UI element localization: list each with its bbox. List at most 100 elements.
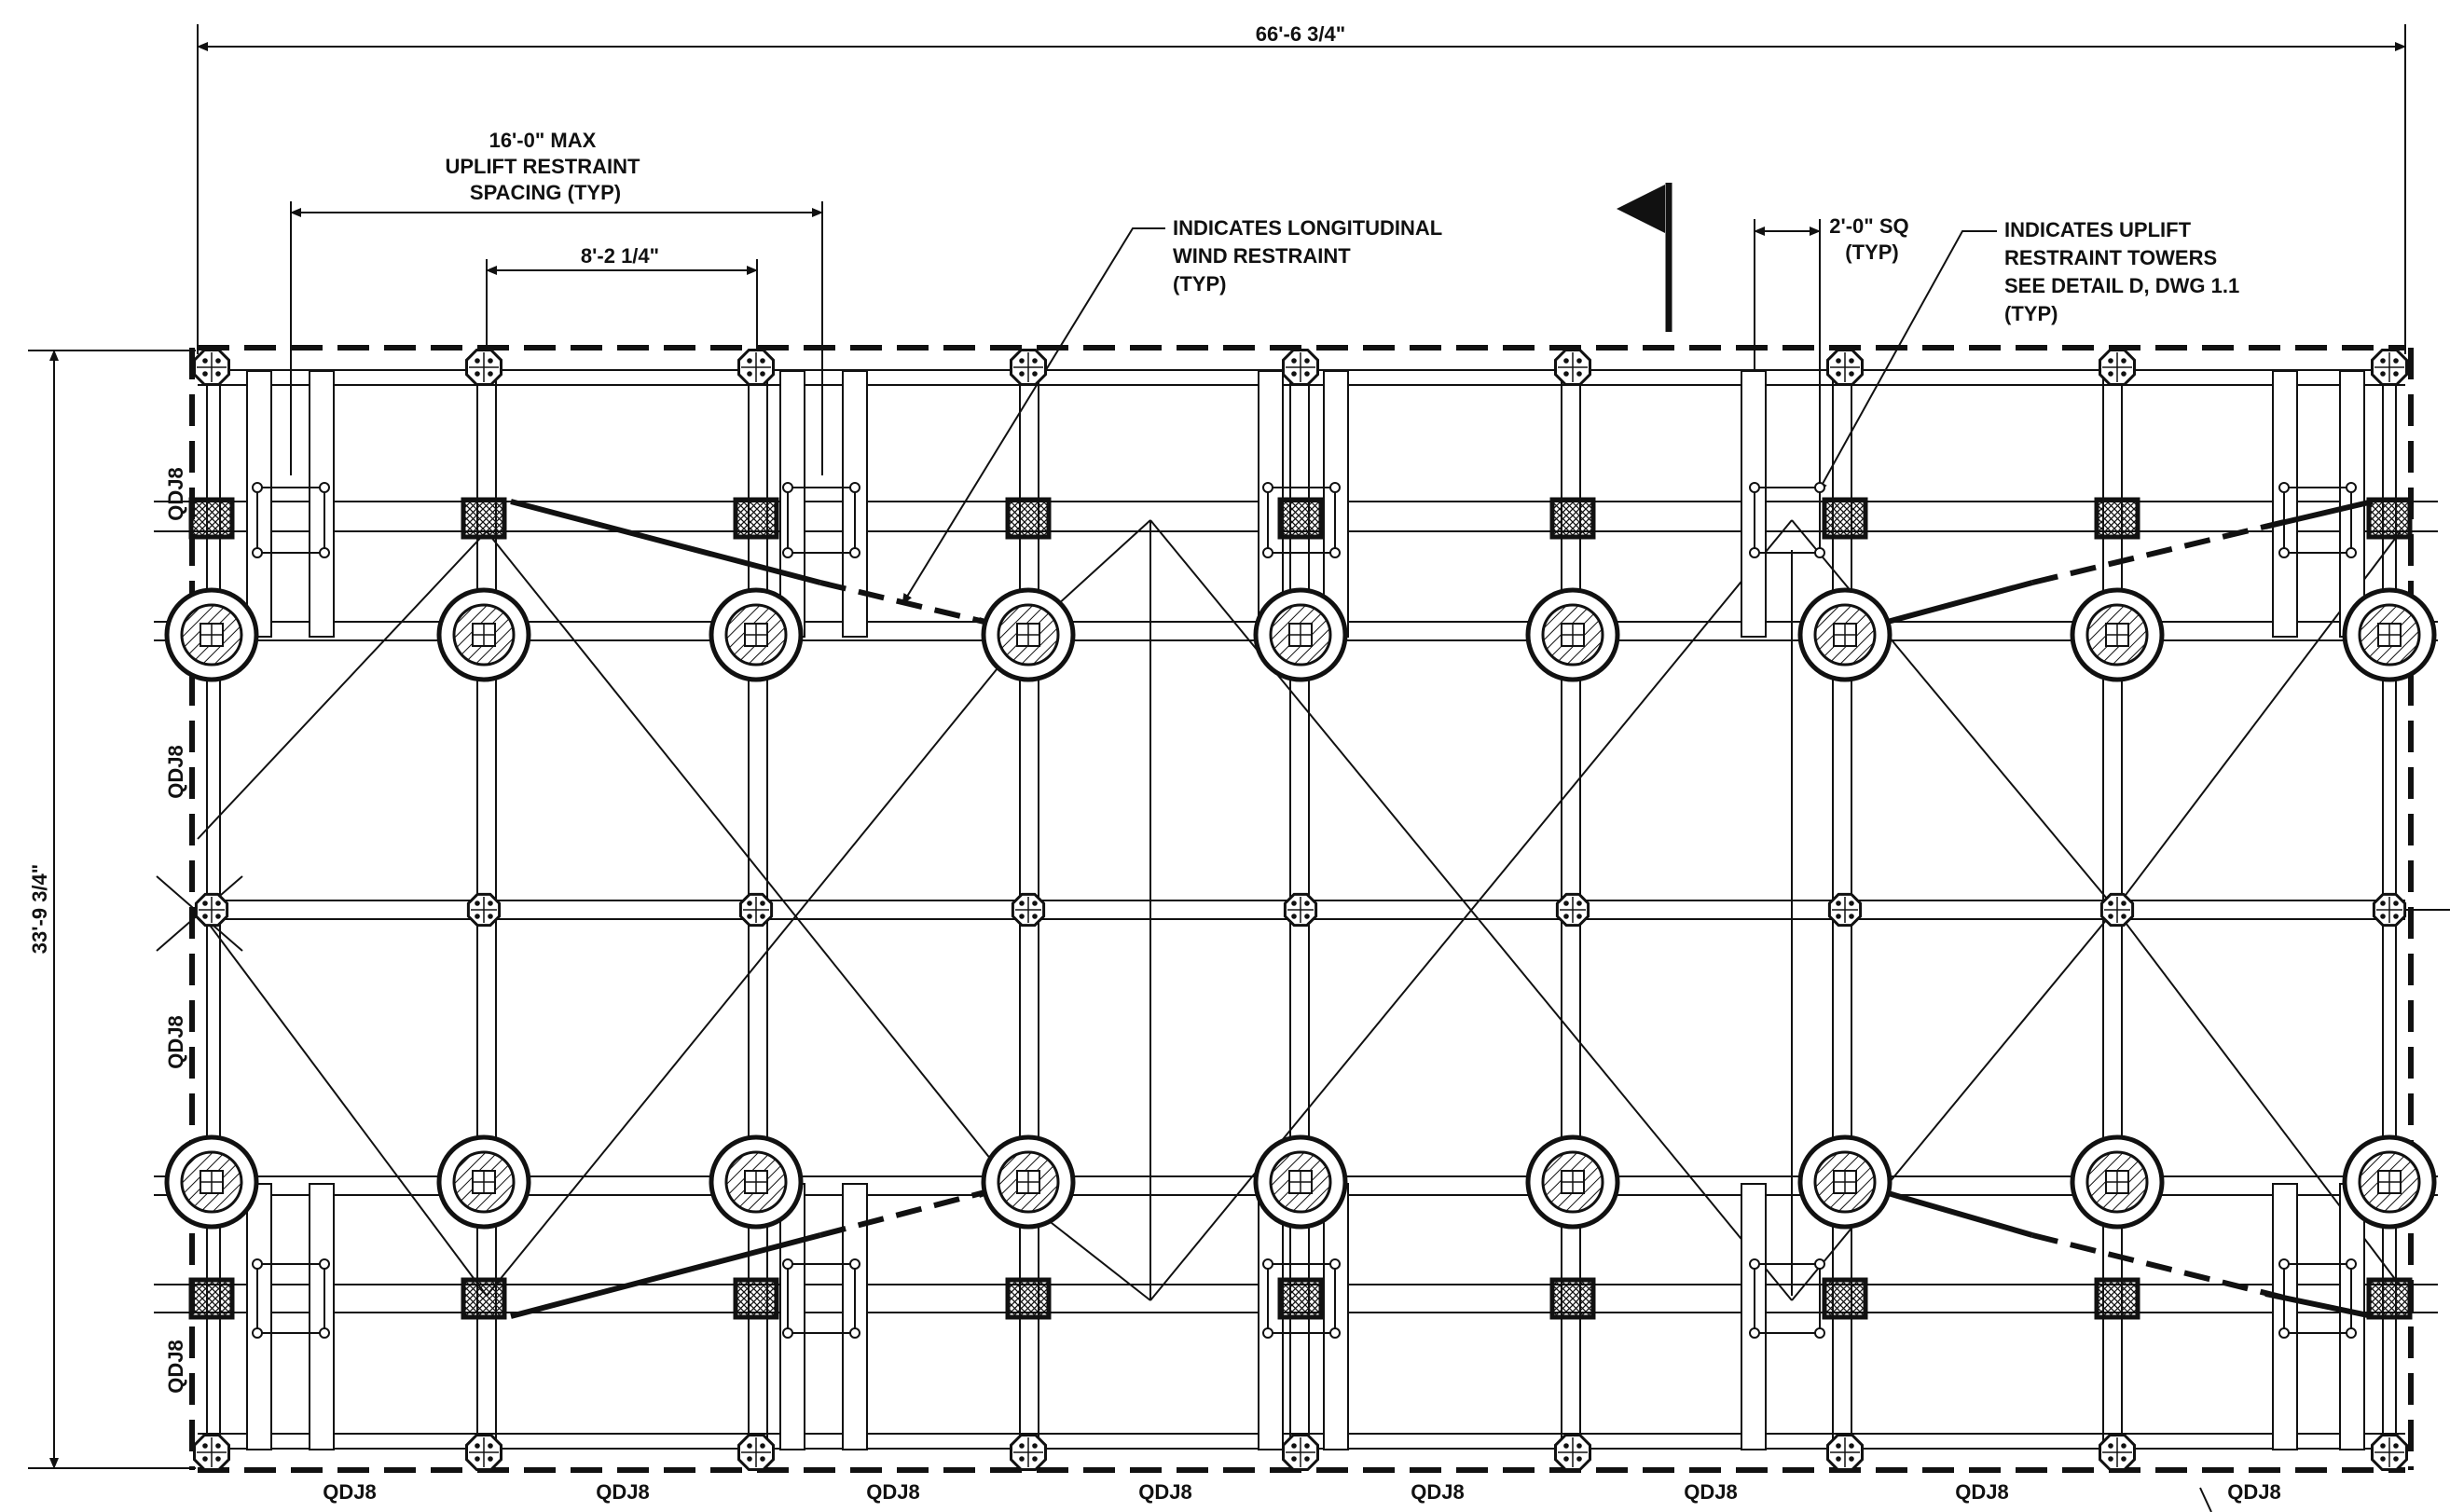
octagon-pier-bolt: [1032, 371, 1038, 377]
uplift-spacing-dimension: 16'-0" MAX UPLIFT RESTRAINT SPACING (TYP…: [445, 129, 645, 204]
octagon-pier-bolt: [1032, 358, 1038, 364]
octagon-pier-bolt: [1291, 1456, 1297, 1462]
round-footing: [709, 587, 804, 682]
square-uplift-tower: [2094, 497, 2140, 540]
square-uplift-tower: [1822, 1277, 1868, 1320]
octagon-pier-bolt: [760, 900, 765, 906]
octagon-pier-bolt: [215, 358, 221, 364]
wind-restraint-note-line-2: WIND RESTRAINT: [1173, 244, 1351, 268]
square-uplift-tower: [461, 497, 507, 540]
octagon-pier-bolt: [1019, 914, 1025, 919]
octagon-pier-bolt: [1563, 371, 1569, 377]
joist-label-bottom: QDJ8: [2227, 1480, 2280, 1504]
joist-label-bottom: QDJ8: [1955, 1480, 2008, 1504]
overall-width-dimension: 33'-9 3/4": [28, 864, 51, 954]
octagon-pier-bolt: [1563, 1456, 1569, 1462]
round-footing: [2070, 587, 2165, 682]
square-uplift-tower: [1005, 1277, 1052, 1320]
octagon-pier: [2372, 892, 2407, 928]
octagon-pier: [465, 349, 502, 386]
octagon-pier-bolt: [2108, 900, 2113, 906]
octagon-pier: [1282, 349, 1319, 386]
round-footing: [1525, 1134, 1620, 1230]
round-footing: [1525, 587, 1620, 682]
octagon-pier-bolt: [202, 1456, 208, 1462]
octagon-pier-bolt: [1836, 1456, 1841, 1462]
octagon-pier-bolt: [1304, 371, 1310, 377]
joist-label-left: QDJ8: [164, 745, 187, 798]
octagon-pier: [1282, 1434, 1319, 1471]
octagon-pier: [1554, 1434, 1591, 1471]
square-uplift-tower: [461, 1277, 507, 1320]
octagon-pier-bolt: [1849, 358, 1854, 364]
octagon-pier-bolt: [1019, 1456, 1025, 1462]
tower-size-dimension: 2'-0" SQ (TYP): [1829, 214, 1914, 264]
octagon-pier-bolt: [202, 900, 208, 906]
octagon-pier-bolt: [475, 358, 480, 364]
octagon-pier-bolt: [2121, 371, 2127, 377]
octagon-pier: [193, 1434, 230, 1471]
octagon-pier-bolt: [2393, 371, 2399, 377]
octagon-pier-bolt: [2393, 1443, 2399, 1449]
round-footing: [436, 1134, 531, 1230]
octagon-pier-bolt: [2108, 914, 2113, 919]
octagon-pier: [1826, 349, 1864, 386]
octagon-pier-bolt: [1291, 914, 1297, 919]
square-uplift-tower: [188, 1277, 235, 1320]
octagon-pier-bolt: [215, 371, 221, 377]
octagon-pier-bolt: [760, 358, 765, 364]
square-uplift-tower: [733, 497, 779, 540]
octagon-pier-bolt: [1836, 914, 1841, 919]
overall-length-dimension: 66'-6 3/4": [1256, 22, 1345, 46]
octagon-pier-bolt: [475, 900, 480, 906]
octagon-pier: [2099, 1434, 2136, 1471]
octagon-pier-bolt: [760, 914, 765, 919]
octagon-pier: [738, 892, 774, 928]
octagon-pier-bolt: [1849, 371, 1854, 377]
octagon-pier-bolt: [475, 1443, 480, 1449]
octagon-pier-bolt: [202, 914, 208, 919]
octagon-pier-bolt: [1836, 900, 1841, 906]
octagon-pier-bolt: [215, 1456, 221, 1462]
octagon-pier-bolt: [760, 1443, 765, 1449]
octagon-pier-bolt: [1563, 1443, 1569, 1449]
wind-restraint-note-line-1: INDICATES LONGITUDINAL: [1173, 216, 1442, 240]
octagon-pier-bolt: [488, 371, 493, 377]
joist-label-left: QDJ8: [164, 1015, 187, 1068]
octagon-pier-bolt: [2108, 1443, 2113, 1449]
joist-labels-bottom: QDJ8 QDJ8 QDJ8 QDJ8 QDJ8 QDJ8 QDJ8 QDJ8: [323, 1480, 2280, 1504]
joist-label-left: QDJ8: [164, 467, 187, 520]
octagon-pier-bolt: [1291, 900, 1297, 906]
octagon-pier-bolt: [1019, 1443, 1025, 1449]
octagon-pier-bolt: [1849, 1443, 1854, 1449]
octagon-pier-bolt: [2380, 1443, 2386, 1449]
octagon-pier-bolt: [1019, 900, 1025, 906]
octagon-pier-bolt: [760, 371, 765, 377]
octagon-pier-bolt: [747, 900, 752, 906]
octagon-pier-bolt: [1576, 900, 1582, 906]
octagon-pier-bolt: [202, 1443, 208, 1449]
octagon-pier: [193, 349, 230, 386]
pier-spacing-dimension: 8'-2 1/4": [581, 244, 659, 268]
round-footing: [1253, 1134, 1348, 1230]
uplift-towers-note-line-2: RESTRAINT TOWERS: [2004, 246, 2217, 269]
octagon-pier-bolt: [1291, 358, 1297, 364]
octagon-pier: [2371, 349, 2408, 386]
round-footing: [981, 1134, 1076, 1230]
uplift-towers-note-line-4: (TYP): [2004, 302, 2058, 325]
octagon-pier-bolt: [2380, 914, 2386, 919]
octagon-pier-bolt: [2380, 358, 2386, 364]
octagon-pier-bolt: [1032, 914, 1038, 919]
octagon-pier-bolt: [1849, 900, 1854, 906]
joist-label-bottom: QDJ8: [1138, 1480, 1191, 1504]
octagon-pier: [1554, 349, 1591, 386]
octagon-pier-bolt: [488, 914, 493, 919]
north-flag-symbol: [1617, 183, 1672, 332]
octagon-pier-bolt: [2121, 914, 2127, 919]
round-footing: [981, 587, 1076, 682]
round-footing: [2342, 1134, 2437, 1230]
joist-label-left: QDJ8: [164, 1340, 187, 1393]
octagon-pier: [737, 349, 775, 386]
octagon-pier: [466, 892, 502, 928]
octagon-pier-bolt: [1849, 1456, 1854, 1462]
